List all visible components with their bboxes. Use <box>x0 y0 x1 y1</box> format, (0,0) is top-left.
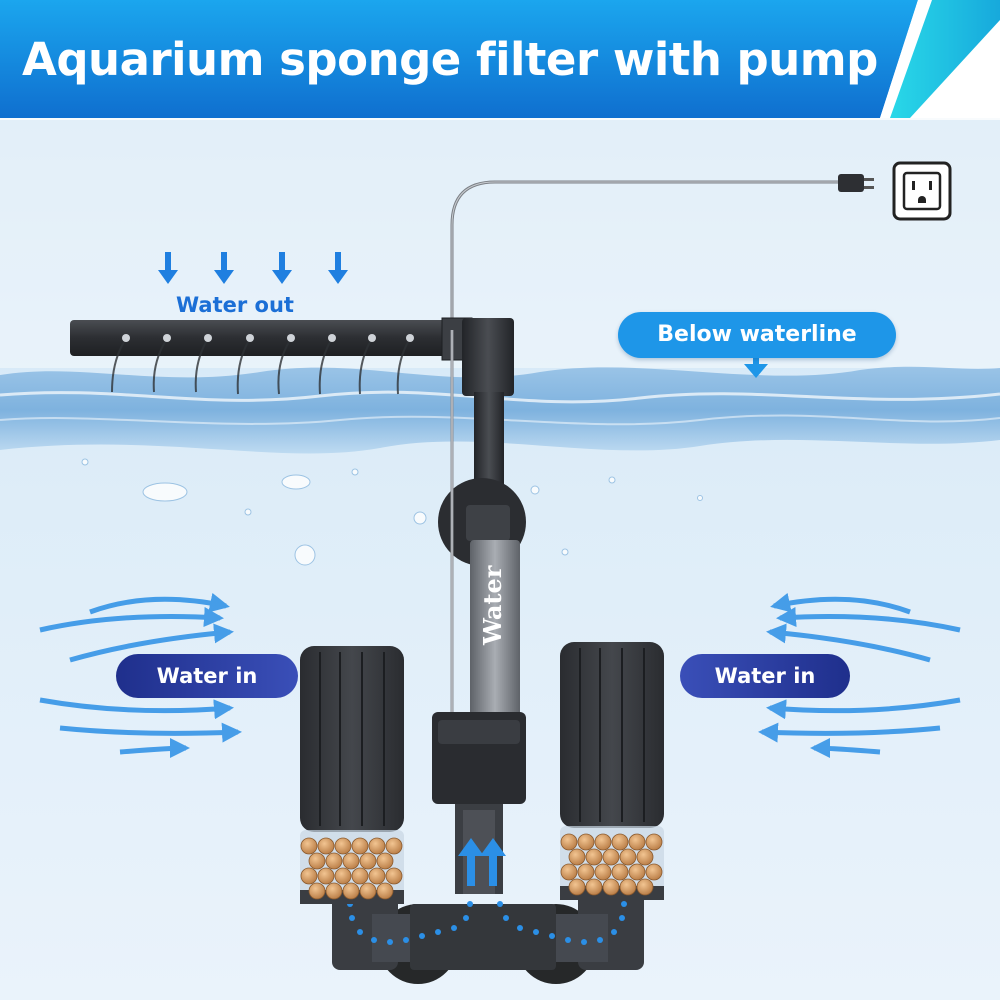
ceramic-ring <box>359 852 377 870</box>
ceramic-ring <box>568 848 586 866</box>
power-plug-icon <box>838 174 874 192</box>
ceramic-ring <box>602 848 620 866</box>
ceramic-ring <box>636 878 654 896</box>
flow-arrow-icon <box>458 838 506 886</box>
air-bubbles <box>81 458 703 566</box>
ceramic-ring <box>334 867 352 885</box>
ceramic-ring <box>308 852 326 870</box>
ceramic-ring <box>628 833 646 851</box>
ceramic-ring <box>645 833 663 851</box>
ceramic-ring <box>351 837 369 855</box>
ceramic-ring <box>376 852 394 870</box>
ceramic-ring <box>334 837 352 855</box>
flow-arrow-icon <box>39 592 242 759</box>
ceramic-ring <box>368 867 386 885</box>
ceramic-ring <box>368 837 386 855</box>
ceramic-ring <box>342 882 360 900</box>
title-banner <box>0 0 918 118</box>
ceramic-ring <box>317 867 335 885</box>
ceramic-ring <box>636 848 654 866</box>
below-waterline-label: Below waterline <box>618 312 896 358</box>
water-in-left-label: Water in <box>116 654 298 698</box>
ceramic-rings-right <box>560 833 663 896</box>
page-title: Aquarium sponge filter with pump <box>22 33 878 86</box>
ceramic-ring <box>594 863 612 881</box>
ceramic-ring <box>300 867 318 885</box>
tube-water-label: Water <box>478 565 507 645</box>
ceramic-ring <box>602 878 620 896</box>
ceramic-ring <box>585 848 603 866</box>
water-in-right-label: Water in <box>680 654 850 698</box>
ceramic-ring <box>325 852 343 870</box>
ceramic-ring <box>628 863 646 881</box>
ceramic-ring <box>619 848 637 866</box>
ceramic-ring <box>560 833 578 851</box>
ceramic-ring <box>577 833 595 851</box>
flow-arrow-icon <box>758 592 961 759</box>
flow-dots <box>347 889 627 945</box>
arrow-down-icon <box>158 252 348 284</box>
banner-accent <box>890 0 1000 118</box>
ceramic-ring <box>351 867 369 885</box>
ceramic-ring <box>325 882 343 900</box>
ceramic-ring <box>585 878 603 896</box>
arrow-down-icon <box>744 356 768 378</box>
ceramic-ring <box>594 833 612 851</box>
ceramic-ring <box>359 882 377 900</box>
ceramic-ring <box>342 852 360 870</box>
ceramic-ring <box>568 878 586 896</box>
ceramic-ring <box>308 882 326 900</box>
power-outlet-icon <box>892 161 952 221</box>
ceramic-ring <box>376 882 394 900</box>
water-tube <box>470 540 520 720</box>
bottom-manifold <box>332 890 644 984</box>
ceramic-ring <box>611 863 629 881</box>
ceramic-ring <box>385 867 403 885</box>
ceramic-ring <box>611 833 629 851</box>
spray-bar <box>70 320 470 395</box>
ceramic-ring <box>619 878 637 896</box>
ceramic-ring <box>385 837 403 855</box>
ceramic-ring <box>300 837 318 855</box>
ceramic-ring <box>577 863 595 881</box>
ceramic-ring <box>317 837 335 855</box>
elbow-joint <box>462 318 514 396</box>
ceramic-ring <box>645 863 663 881</box>
water-out-label: Water out <box>176 293 294 317</box>
ceramic-rings-left <box>300 837 403 900</box>
ceramic-ring <box>560 863 578 881</box>
